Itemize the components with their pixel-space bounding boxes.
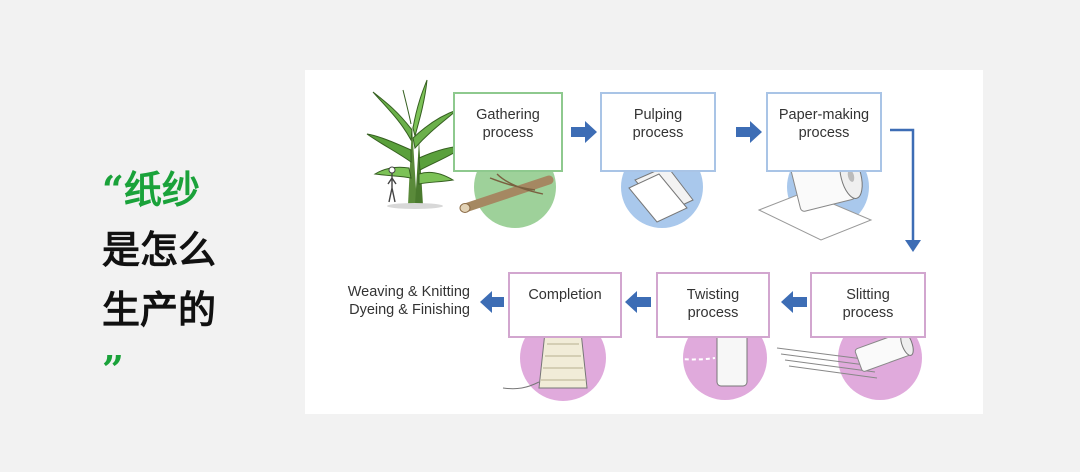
process-diagram: Gathering process Pulping process Paper-… bbox=[305, 70, 983, 414]
step-title: Pulping bbox=[633, 107, 683, 123]
step-gathering: Gathering process bbox=[453, 92, 563, 172]
headline: “纸纱 是怎么 生产的 ” bbox=[102, 160, 216, 400]
final-stage-line-2: Dyeing & Finishing bbox=[349, 302, 470, 318]
step-subtitle: process bbox=[842, 305, 894, 321]
open-quote: “ bbox=[102, 167, 124, 212]
step-pulping: Pulping process bbox=[600, 92, 716, 172]
step-subtitle: process bbox=[798, 125, 850, 141]
final-stage-line-1: Weaving & Knitting bbox=[347, 284, 470, 300]
step-title: Twisting bbox=[686, 287, 740, 303]
step-paper-making: Paper-making process bbox=[766, 92, 882, 172]
sticks-illustration bbox=[459, 173, 554, 213]
step-slitting: Slitting process bbox=[810, 272, 926, 338]
close-quote: ” bbox=[102, 347, 124, 392]
headline-line-3: 生产的 bbox=[102, 288, 217, 332]
headline-line-1: “纸纱 bbox=[102, 160, 216, 220]
step-subtitle: process bbox=[632, 125, 684, 141]
step-title: Paper-making bbox=[778, 107, 870, 123]
headline-line-2: 是怎么 bbox=[102, 228, 217, 272]
headline-line-4: ” bbox=[102, 340, 216, 400]
step-completion: Completion bbox=[508, 272, 622, 338]
step-subtitle: process bbox=[482, 125, 534, 141]
step-title: Slitting bbox=[846, 287, 890, 303]
headline-keyword: 纸纱 bbox=[123, 168, 200, 212]
slitting-roll-illustration bbox=[776, 332, 914, 379]
step-subtitle: process bbox=[687, 305, 739, 321]
flow-arrows bbox=[480, 121, 921, 313]
final-stage-label: Weaving & Knitting Dyeing & Finishing bbox=[340, 283, 470, 319]
step-title: Completion bbox=[528, 287, 602, 303]
plant-illustration bbox=[366, 79, 467, 209]
step-twisting: Twisting process bbox=[656, 272, 770, 338]
step-title: Gathering bbox=[476, 107, 540, 123]
